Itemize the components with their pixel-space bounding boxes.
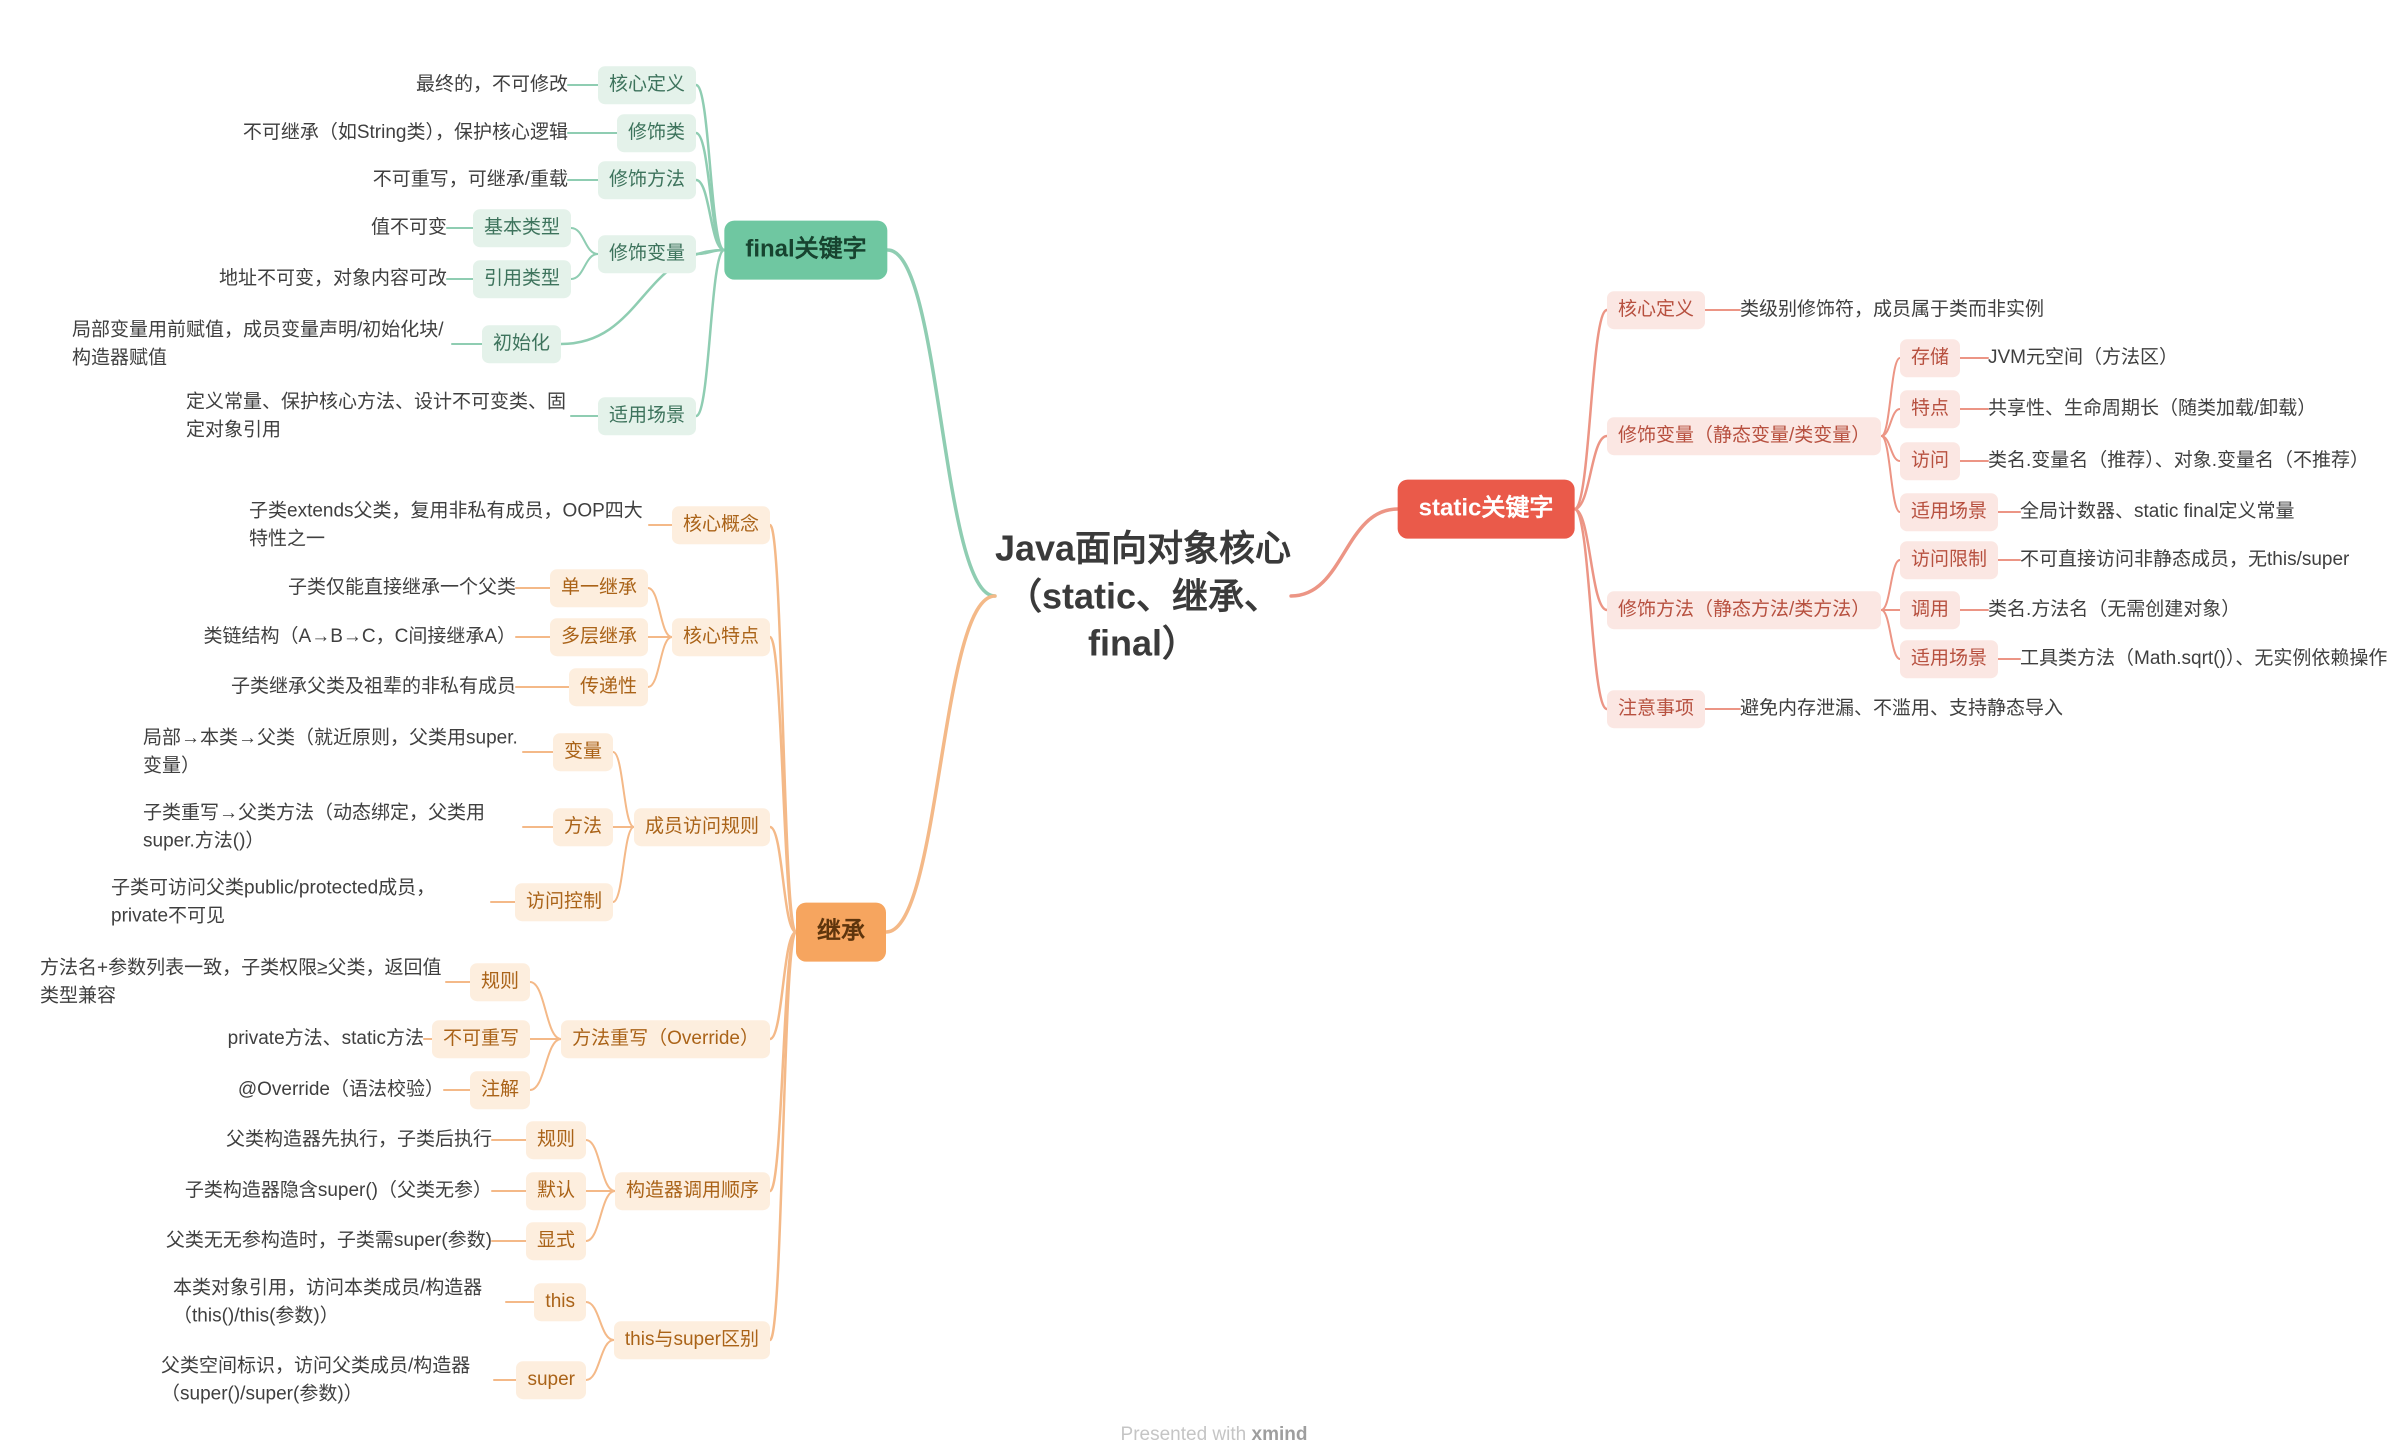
topic-final-use-cases[interactable]: 适用场景 [597,397,696,435]
topic-inherit-variable-access[interactable]: 变量 [552,733,613,771]
leaf-final-core-definition[interactable]: 最终的，不可修改 [415,74,568,96]
leaf-final-basic-type[interactable]: 值不可变 [370,217,447,239]
topic-final-modify-variable[interactable]: 修饰变量 [597,235,696,273]
leaf-inherit-variable-access[interactable]: 局部→本类→父类（就近原则，父类用super.变量） [143,727,518,776]
leaf-this[interactable]: 本类对象引用，访问本类成员/构造器（this()/this(参数)） [173,1277,483,1326]
topic-static-access-restriction[interactable]: 访问限制 [1900,541,1999,579]
leaf-static-storage[interactable]: JVM元空间（方法区） [1988,347,2179,369]
topic-inherit-constructor-order[interactable]: 构造器调用顺序 [614,1172,770,1210]
leaf-static-variable-use-cases[interactable]: 全局计数器、static final定义常量 [2020,501,2295,523]
topic-inherit-method-access[interactable]: 方法 [552,808,613,846]
topic-constructor-rule[interactable]: 规则 [525,1121,586,1159]
topic-inherit-method-override[interactable]: 方法重写（Override） [561,1020,770,1058]
topic-final-initialization[interactable]: 初始化 [481,325,561,363]
leaf-final-modify-method[interactable]: 不可重写，可继承/重载 [372,169,568,191]
leaf-static-core-definition[interactable]: 类级别修饰符，成员属于类而非实例 [1740,299,2045,321]
topic-inherit-access-control[interactable]: 访问控制 [514,883,613,921]
leaf-final-initialization[interactable]: 局部变量用前赋值，成员变量声明/初始化块/构造器赋值 [72,319,444,368]
leaf-inherit-transitivity[interactable]: 子类继承父类及祖辈的非私有成员 [230,676,516,698]
leaf-inherit-method-access[interactable]: 子类重写→父类方法（动态绑定，父类用super.方法()） [143,802,486,851]
branch-static-keyword[interactable]: static关键字 [1397,479,1575,539]
leaf-static-variable-access[interactable]: 类名.变量名（推荐）、对象.变量名（不推荐） [1988,450,2370,472]
topic-final-reference-type[interactable]: 引用类型 [472,260,571,298]
topic-inherit-transitivity[interactable]: 传递性 [568,668,648,706]
leaf-inherit-multilevel[interactable]: 类链结构（A→B→C，C间接继承A） [203,626,516,648]
topic-override-annotation[interactable]: 注解 [469,1071,530,1109]
leaf-override-not-allowed[interactable]: private方法、static方法 [227,1028,424,1050]
topic-final-modify-class[interactable]: 修饰类 [616,114,696,152]
leaf-inherit-single[interactable]: 子类仅能直接继承一个父类 [287,577,516,599]
topic-final-modify-method[interactable]: 修饰方法 [597,161,696,199]
leaf-static-method-call[interactable]: 类名.方法名（无需创建对象） [1988,599,2241,621]
topic-this-vs-super[interactable]: this与super区别 [613,1321,770,1359]
leaf-static-notes[interactable]: 避免内存泄漏、不滥用、支持静态导入 [1740,698,2064,720]
leaf-inherit-core-concept[interactable]: 子类extends父类，复用非私有成员，OOP四大特性之一 [249,500,643,549]
branch-final-keyword[interactable]: final关键字 [724,220,888,280]
footer-watermark: Presented with xmind [1121,1424,1308,1446]
leaf-constructor-default[interactable]: 子类构造器隐含super()（父类无参） [184,1180,492,1202]
leaf-inherit-access-control[interactable]: 子类可访问父类public/protected成员，private不可见 [111,877,436,926]
leaf-static-features[interactable]: 共享性、生命周期长（随类加载/卸载） [1988,398,2317,420]
topic-static-modify-method[interactable]: 修饰方法（静态方法/类方法） [1607,591,1882,629]
footer-brand-xmind: xmind [1251,1424,1308,1445]
leaf-constructor-explicit[interactable]: 父类无无参构造时，子类需super(参数) [165,1230,492,1252]
topic-override-rules[interactable]: 规则 [469,963,530,1001]
leaf-super[interactable]: 父类空间标识，访问父类成员/构造器（super()/super(参数)） [161,1355,471,1404]
topic-constructor-default[interactable]: 默认 [525,1172,586,1210]
branch-inheritance[interactable]: 继承 [796,902,886,962]
topic-inherit-core-concept[interactable]: 核心概念 [671,506,770,544]
leaf-constructor-rule[interactable]: 父类构造器先执行，子类后执行 [225,1129,492,1151]
topic-static-notes[interactable]: 注意事项 [1607,690,1706,728]
leaf-final-use-cases[interactable]: 定义常量、保护核心方法、设计不可变类、固定对象引用 [186,391,567,440]
topic-inherit-member-access-rules[interactable]: 成员访问规则 [633,808,770,846]
topic-this[interactable]: this [534,1283,586,1321]
topic-constructor-explicit[interactable]: 显式 [525,1222,586,1260]
topic-override-not-allowed[interactable]: 不可重写 [431,1020,530,1058]
leaf-override-annotation[interactable]: @Override（语法校验） [237,1079,444,1101]
topic-final-core-definition[interactable]: 核心定义 [597,66,696,104]
leaf-override-rules[interactable]: 方法名+参数列表一致，子类权限≥父类，返回值类型兼容 [40,957,442,1006]
topic-inherit-multilevel[interactable]: 多层继承 [549,618,648,656]
footer-presented-text: Presented with [1120,1424,1247,1445]
topic-static-method-call[interactable]: 调用 [1900,591,1961,629]
leaf-static-method-use-cases[interactable]: 工具类方法（Math.sqrt()）、无实例依赖操作 [2020,648,2388,670]
topic-super[interactable]: super [516,1361,586,1399]
leaf-static-access-restriction[interactable]: 不可直接访问非静态成员，无this/super [2020,549,2350,571]
topic-final-basic-type[interactable]: 基本类型 [472,209,571,247]
central-topic[interactable]: Java面向对象核心 （static、继承、 final） [994,527,1292,664]
topic-inherit-core-traits[interactable]: 核心特点 [671,618,770,656]
leaf-final-reference-type[interactable]: 地址不可变，对象内容可改 [218,268,447,290]
topic-static-core-definition[interactable]: 核心定义 [1607,291,1706,329]
topic-inherit-single[interactable]: 单一继承 [549,569,648,607]
topic-static-variable-access[interactable]: 访问 [1900,442,1961,480]
leaf-final-modify-class[interactable]: 不可继承（如String类），保护核心逻辑 [242,122,568,144]
topic-static-storage[interactable]: 存储 [1900,339,1961,377]
topic-static-variable-use-cases[interactable]: 适用场景 [1900,493,1999,531]
topic-static-features[interactable]: 特点 [1900,390,1961,428]
topic-static-method-use-cases[interactable]: 适用场景 [1900,640,1999,678]
topic-static-modify-variable[interactable]: 修饰变量（静态变量/类变量） [1607,417,1882,455]
